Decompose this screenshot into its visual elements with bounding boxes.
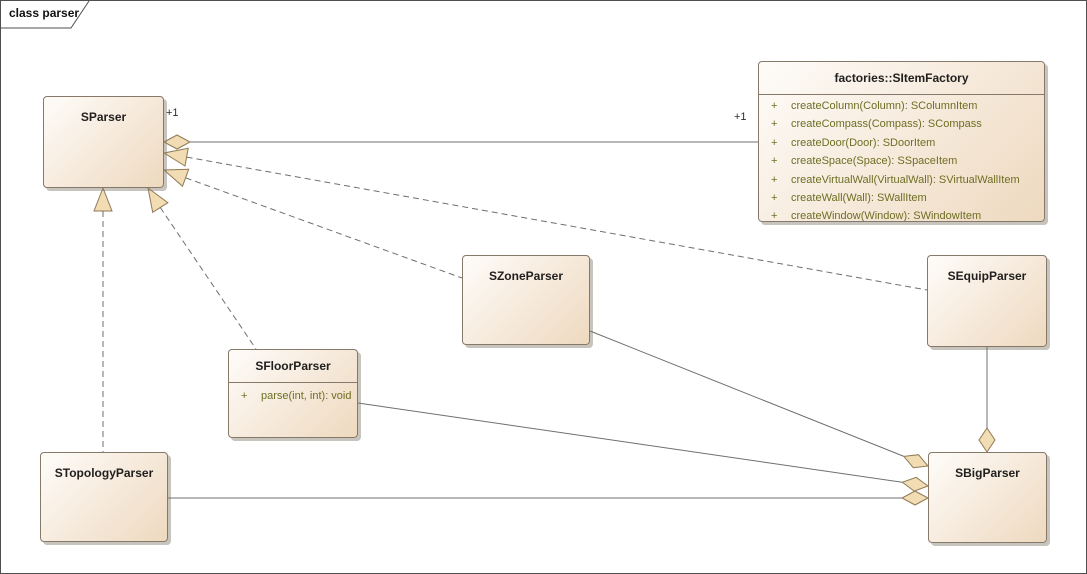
method-row: + createVirtualWall(VirtualWall): SVirtu… — [771, 173, 1020, 186]
class-title: SBigParser — [955, 466, 1020, 480]
class-title: SZoneParser — [488, 269, 564, 283]
class-sfloorparser[interactable]: SFloorParser + parse(int, int): void — [228, 349, 358, 438]
multiplicity-label-sparser-end: +1 — [166, 107, 179, 119]
method-row: + createDoor(Door): SDoorItem — [771, 136, 936, 149]
class-title: STopologyParser — [54, 466, 154, 480]
class-stopologyparser[interactable]: STopologyParser — [40, 452, 168, 542]
method-row: + createWindow(Window): SWindowItem — [771, 210, 982, 223]
class-sitemfactory[interactable]: factories::SItemFactory + createColumn(C… — [758, 61, 1045, 222]
method-row: + createWall(Wall): SWallItem — [771, 192, 927, 205]
method-row: + createSpace(Space): SSpaceItem — [771, 155, 958, 168]
methods-compartment: + parse(int, int): void — [229, 383, 357, 407]
methods-compartment: + createColumn(Column): SColumnItem + cr… — [759, 95, 1044, 226]
method-row: + createCompass(Compass): SCompass — [771, 118, 982, 131]
class-sbigparser[interactable]: SBigParser — [928, 452, 1047, 543]
method-row: + createColumn(Column): SColumnItem — [771, 100, 978, 112]
class-title: factories::SItemFactory — [834, 71, 969, 85]
class-title: SParser — [80, 110, 127, 124]
method-row: + parse(int, int): void — [241, 390, 352, 402]
class-sequipparser[interactable]: SEquipParser — [927, 255, 1047, 347]
compartment-separator — [229, 382, 357, 383]
class-title: SEquipParser — [947, 269, 1027, 283]
frame-label: class parser — [9, 6, 80, 20]
multiplicity-label-factory-end: +1 — [734, 111, 747, 123]
class-sparser[interactable]: SParser — [43, 96, 164, 188]
class-title: SFloorParser — [255, 359, 331, 373]
compartment-separator — [759, 94, 1044, 95]
class-szoneparser[interactable]: SZoneParser — [462, 255, 590, 345]
